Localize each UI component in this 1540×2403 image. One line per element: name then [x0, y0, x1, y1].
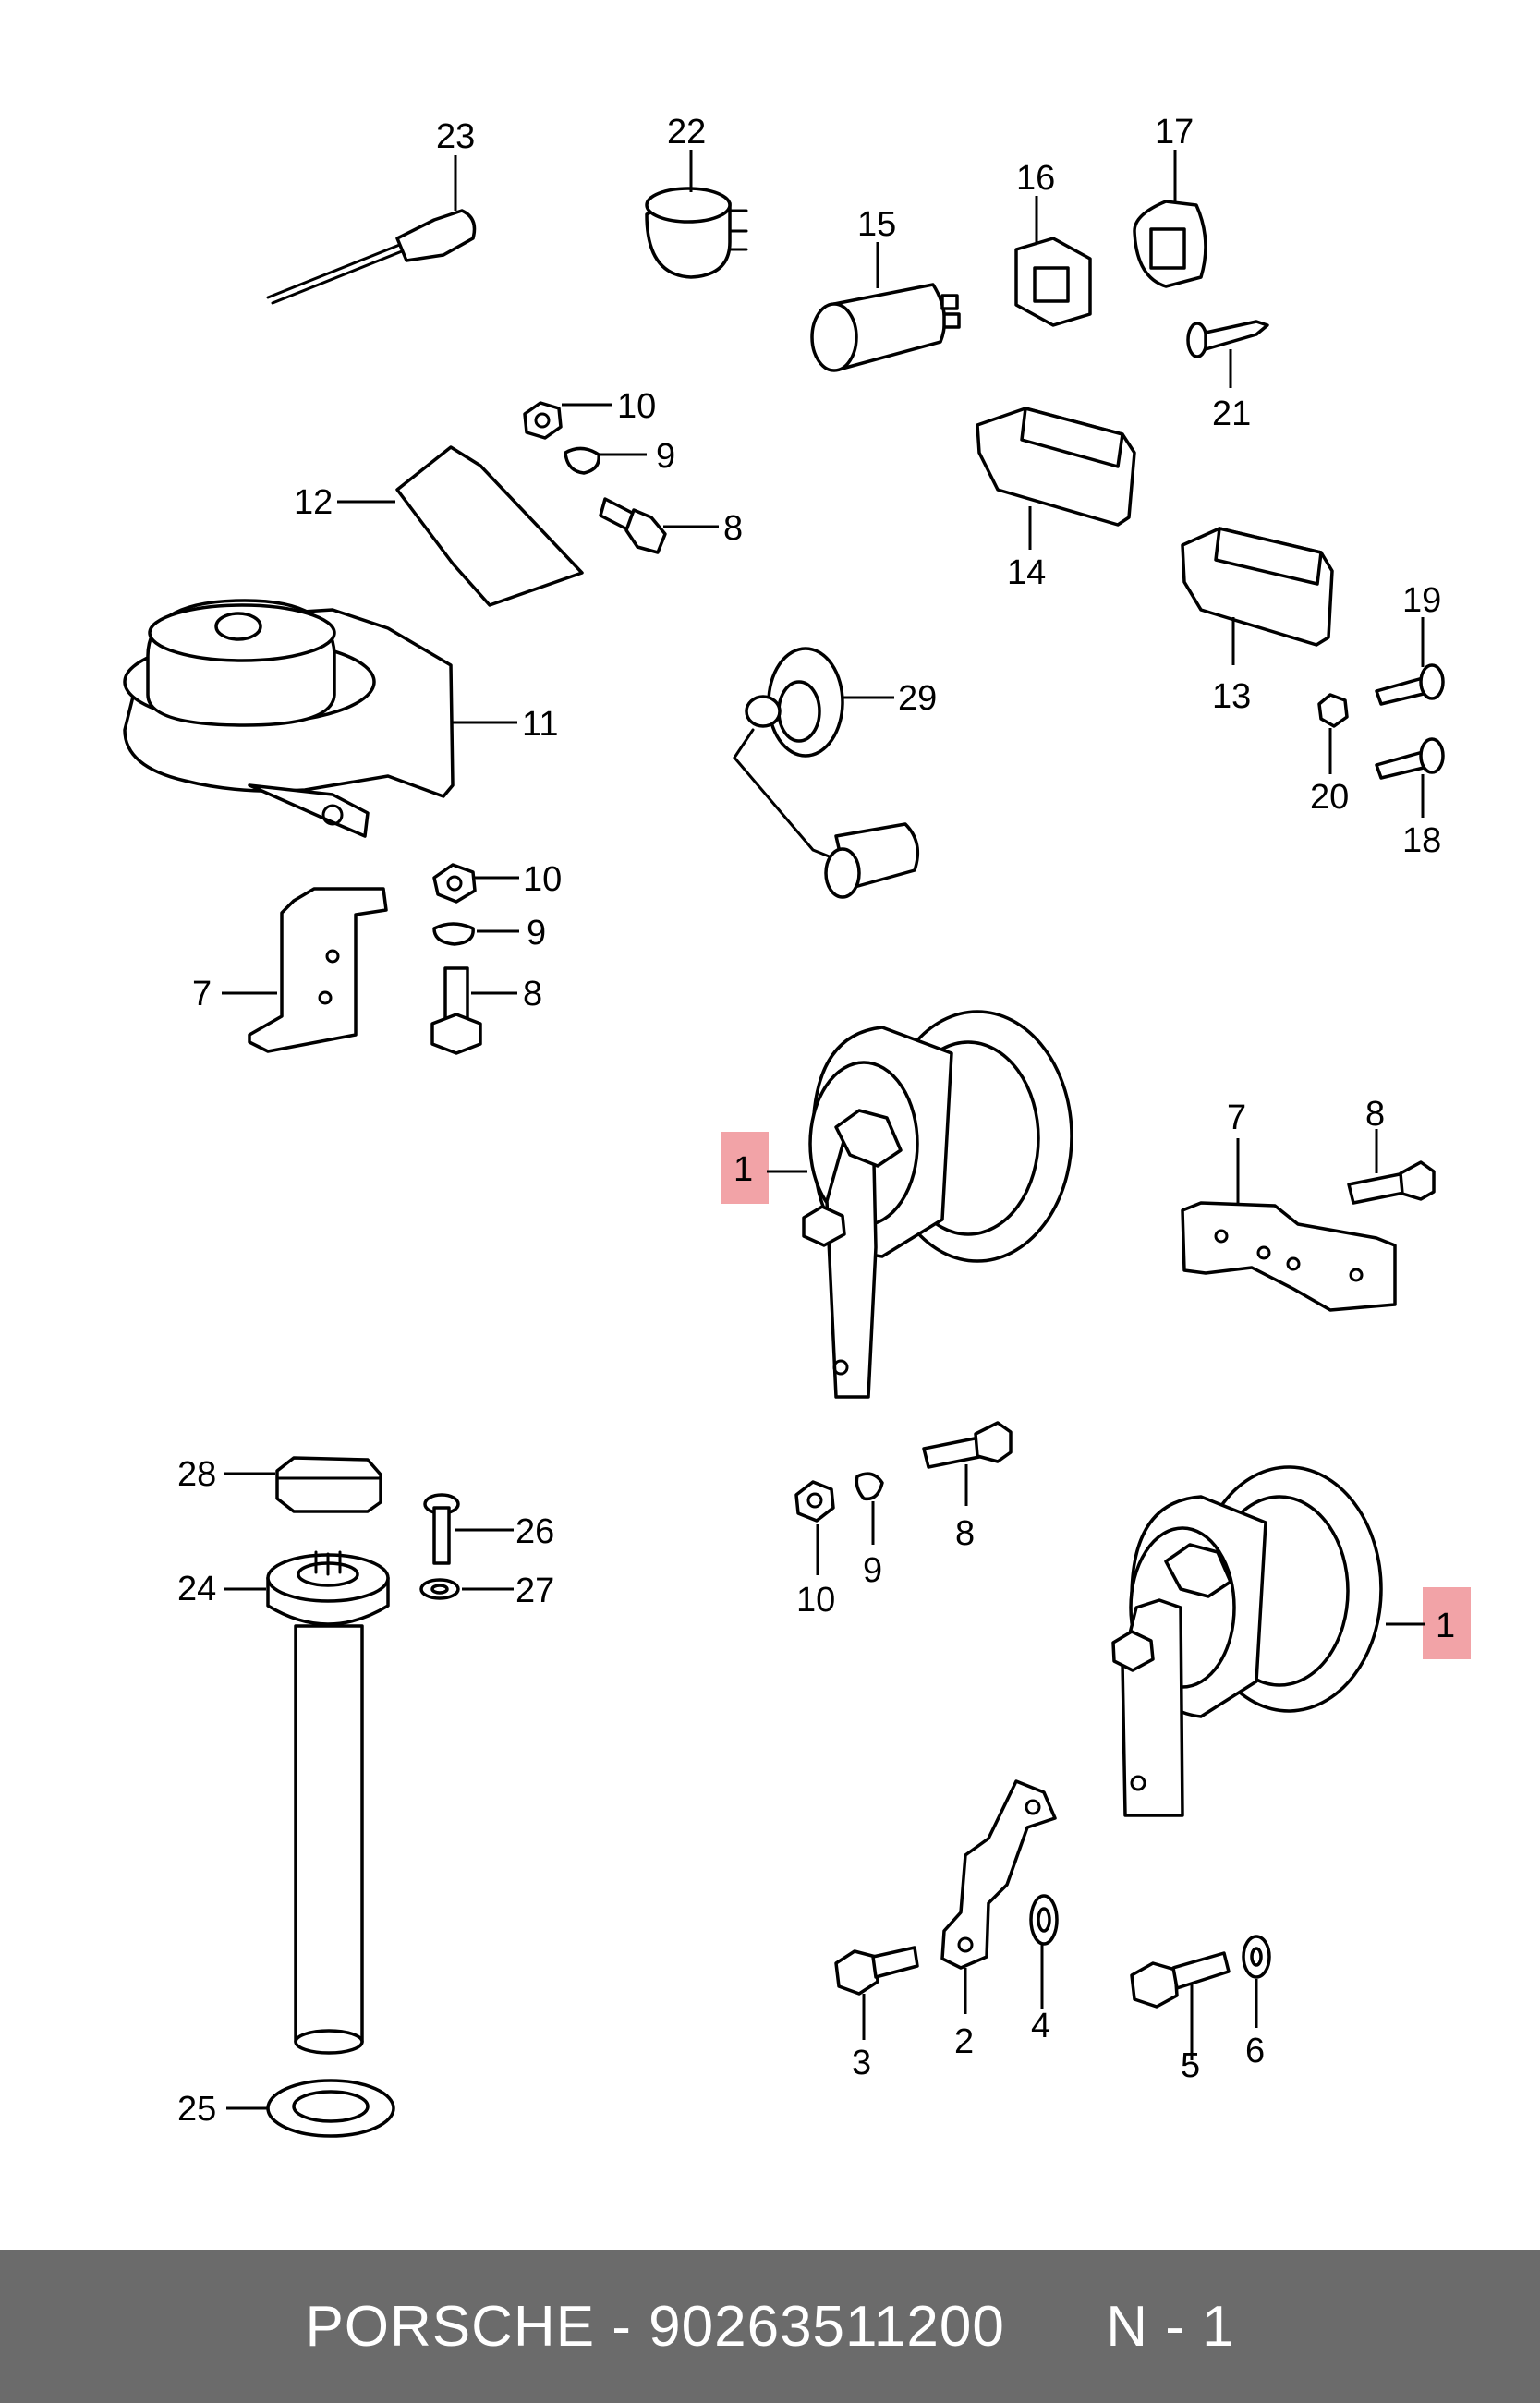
- callout-3: 3: [852, 2044, 871, 2082]
- callout-10-lower: 10: [796, 1581, 835, 1620]
- part-19-screw: [1375, 617, 1445, 706]
- part-25-gasket: [226, 2079, 395, 2138]
- callout-10-upper: 10: [617, 387, 656, 426]
- callout-23: 23: [436, 117, 475, 156]
- callout-14: 14: [1007, 553, 1046, 592]
- callout-17: 17: [1155, 113, 1194, 152]
- callout-25: 25: [177, 2090, 216, 2129]
- callout-9-lower: 9: [863, 1551, 882, 1590]
- parts-diagram: 23 22 15 16 17 21 10 9 8 12 14 13 19 20 …: [123, 113, 1471, 2138]
- part-14-regulator: [976, 407, 1136, 550]
- part-17-switch: [1133, 150, 1207, 288]
- part-10-nut-lower: [794, 1480, 835, 1575]
- part-4-washer: [1029, 1894, 1059, 2009]
- part-7-bracket-left: [222, 887, 388, 1053]
- part-3-bolt: [834, 1946, 919, 2040]
- callout-10-mid: 10: [523, 860, 562, 899]
- callout-16: 16: [1016, 159, 1055, 198]
- part-12-bracket: [337, 445, 584, 607]
- part-28-plug: [224, 1456, 382, 1513]
- part-1-horn-lower: [1111, 1465, 1471, 1817]
- part-27-washer: [419, 1578, 514, 1600]
- callout-5: 5: [1181, 2046, 1200, 2085]
- footer-bar: PORSCHE - 90263511200 N - 1: [0, 2250, 1540, 2403]
- callout-1-upper: 1: [734, 1150, 753, 1189]
- callout-24: 24: [177, 1570, 216, 1608]
- callout-4: 4: [1031, 2007, 1050, 2045]
- part-8-bolt-mid: [430, 966, 517, 1055]
- part-7-bracket-right: [1181, 1138, 1397, 1312]
- part-2-clamp: [940, 1779, 1057, 2014]
- callout-26: 26: [515, 1512, 554, 1551]
- part-13-regulator: [1181, 527, 1334, 665]
- part-8-bolt-upper: [599, 497, 719, 554]
- part-15-capacitor: [810, 242, 961, 372]
- footer-text: PORSCHE - 90263511200 N - 1: [305, 2294, 1235, 2359]
- part-5-bolt: [1130, 1951, 1231, 2060]
- part-16-connector: [1014, 196, 1092, 327]
- part-26-screw: [423, 1493, 514, 1565]
- callout-9-mid: 9: [527, 914, 546, 953]
- callout-15: 15: [857, 205, 896, 244]
- callout-7-left: 7: [192, 975, 212, 1013]
- callout-2: 2: [954, 2022, 974, 2061]
- callout-8-lower: 8: [955, 1514, 975, 1553]
- callout-22: 22: [667, 113, 706, 152]
- callout-6: 6: [1245, 2032, 1265, 2070]
- part-21-screw: [1186, 320, 1269, 388]
- part-9-washer-upper: [564, 446, 647, 475]
- part-9-washer-mid: [432, 922, 519, 946]
- part-24-tube: [224, 1550, 390, 2055]
- part-6-lockwasher: [1242, 1935, 1271, 2028]
- part-20-nut: [1317, 693, 1349, 774]
- callout-8-mid: 8: [523, 975, 542, 1013]
- callout-7-right: 7: [1227, 1098, 1246, 1137]
- callout-21: 21: [1212, 394, 1251, 433]
- callout-29: 29: [898, 679, 937, 718]
- callout-12: 12: [294, 483, 333, 522]
- callout-13: 13: [1212, 677, 1251, 716]
- part-29-sender: [733, 647, 920, 899]
- part-23-cable: [266, 155, 477, 305]
- part-22-relay: [645, 150, 748, 279]
- part-8-bolt-right: [1347, 1129, 1436, 1205]
- callout-19: 19: [1402, 581, 1441, 620]
- callout-18: 18: [1402, 821, 1441, 860]
- callout-11: 11: [522, 705, 558, 744]
- part-11-horn: [123, 599, 517, 838]
- callout-28: 28: [177, 1455, 216, 1494]
- callout-8-right: 8: [1365, 1095, 1385, 1134]
- callout-1-lower: 1: [1436, 1607, 1455, 1645]
- part-10-nut-upper: [523, 401, 612, 440]
- callout-27: 27: [515, 1572, 554, 1610]
- part-10-nut-mid: [432, 863, 519, 904]
- part-9-washer-lower: [855, 1472, 884, 1545]
- callout-9-upper: 9: [656, 437, 675, 476]
- callout-8-upper: 8: [723, 509, 743, 548]
- part-18-screw: [1375, 737, 1445, 818]
- part-8-bolt-lower: [922, 1421, 1013, 1506]
- part-1-horn-upper: [721, 1010, 1073, 1399]
- callout-20: 20: [1310, 778, 1349, 817]
